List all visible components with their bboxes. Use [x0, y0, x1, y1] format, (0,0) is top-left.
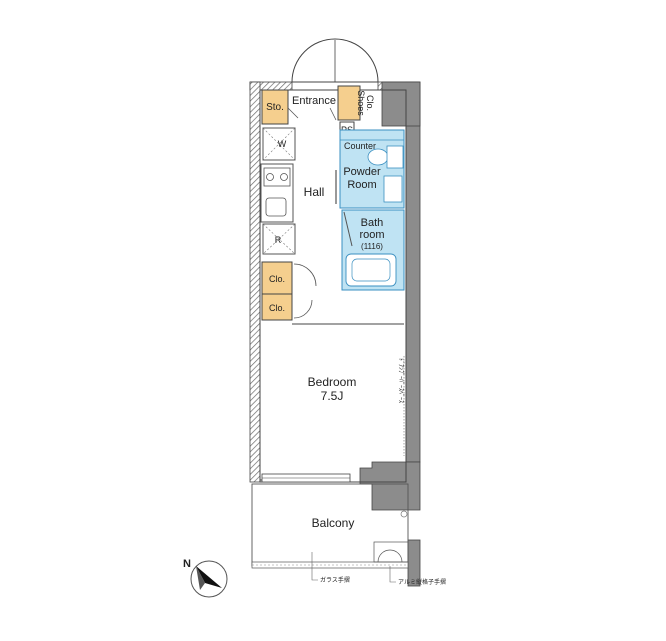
powder-room-label-2: Room: [347, 179, 376, 191]
bathroom-size-label: (1116): [361, 242, 383, 251]
bathtub-icon: [345, 253, 397, 287]
closet-door-swing: [293, 263, 317, 287]
wall-left: [249, 81, 261, 483]
shoes-closet-label-1: Shoes: [356, 90, 366, 116]
closet-1-label: Clo.: [269, 274, 285, 284]
powder-room-label-1: Powder: [343, 166, 381, 178]
bedroom-label: Bedroom: [308, 375, 357, 389]
entrance-label: Entrance: [292, 95, 336, 107]
counter-label: Counter: [344, 141, 376, 151]
bedroom-size-label: 7.5J: [321, 389, 344, 403]
balcony-label: Balcony: [312, 516, 355, 530]
bathroom-label-2: room: [359, 229, 384, 241]
storage-sto-label: Sto.: [266, 102, 284, 113]
bathroom-label-1: Bath: [361, 217, 384, 229]
structural-column-bottom: [359, 461, 421, 511]
bathroom-door: [343, 211, 353, 247]
north-arrow-icon: N: [183, 558, 228, 598]
closet-2-label: Clo.: [269, 303, 285, 313]
toilet-icon: [367, 148, 389, 166]
glass-railing-note: ガラス手摺: [320, 576, 350, 584]
aluminum-railing-note: アルミ縦格子手摺: [398, 578, 446, 586]
wash-basin-icon: [383, 175, 403, 203]
north-label: N: [183, 558, 191, 570]
storage-shoes-closet: [337, 85, 361, 121]
stove-icon: [263, 167, 291, 187]
shoes-closet-label-2: Clo.: [365, 95, 375, 111]
wall-note: ﾄﾞｱﾝﾌﾟｰﾊﾟｰｽﾍﾟｰｽ: [397, 358, 404, 403]
sink-icon: [265, 197, 287, 217]
structural-column: [405, 81, 421, 463]
hall-label: Hall: [304, 185, 325, 199]
closet-2: [261, 293, 293, 321]
entrance-door-swing: [291, 38, 379, 83]
washer-label: W: [278, 139, 287, 149]
storage-sto: [261, 89, 289, 125]
refrigerator-label: R: [275, 235, 282, 245]
structural-column-top: [381, 81, 421, 127]
